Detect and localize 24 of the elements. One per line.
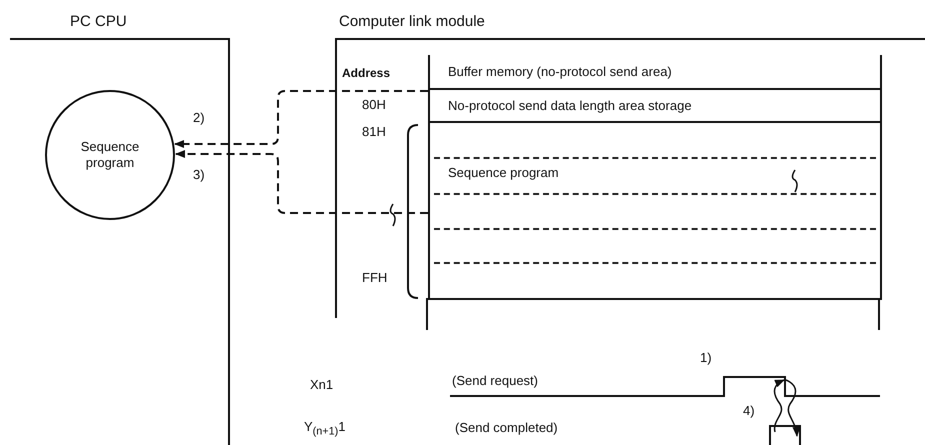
dashed-arrow xyxy=(175,150,428,214)
address-heading: Address xyxy=(342,66,390,80)
memory-header-cell xyxy=(428,55,882,90)
address-value: 80H xyxy=(362,97,386,112)
cell-text: Buffer memory (no-protocol send area) xyxy=(448,64,672,78)
step-number: 2) xyxy=(193,110,205,125)
signal-name: Xn1 xyxy=(310,377,334,392)
signal-description: (Send request) xyxy=(452,373,538,388)
program-circle xyxy=(45,90,175,220)
circle-label: Sequence program xyxy=(80,139,140,171)
region-heading: Computer link module xyxy=(339,13,485,30)
cell-text: Sequence program xyxy=(448,165,559,180)
step-number: 4) xyxy=(743,403,755,418)
region-heading: PC CPU xyxy=(70,13,127,30)
dashed-arrow xyxy=(174,90,428,148)
cell-text: No-protocol send data length area storage xyxy=(448,98,692,112)
step-number: 3) xyxy=(193,167,205,182)
signal-name: Y$_{(n+1)}$1 xyxy=(304,418,346,440)
address-value: 81H xyxy=(362,124,386,139)
address-value: FFH xyxy=(362,270,388,285)
signal-description: (Send completed) xyxy=(455,420,558,435)
step-number: 1) xyxy=(700,350,712,365)
memory-block xyxy=(428,123,882,300)
memory-row xyxy=(428,90,882,123)
